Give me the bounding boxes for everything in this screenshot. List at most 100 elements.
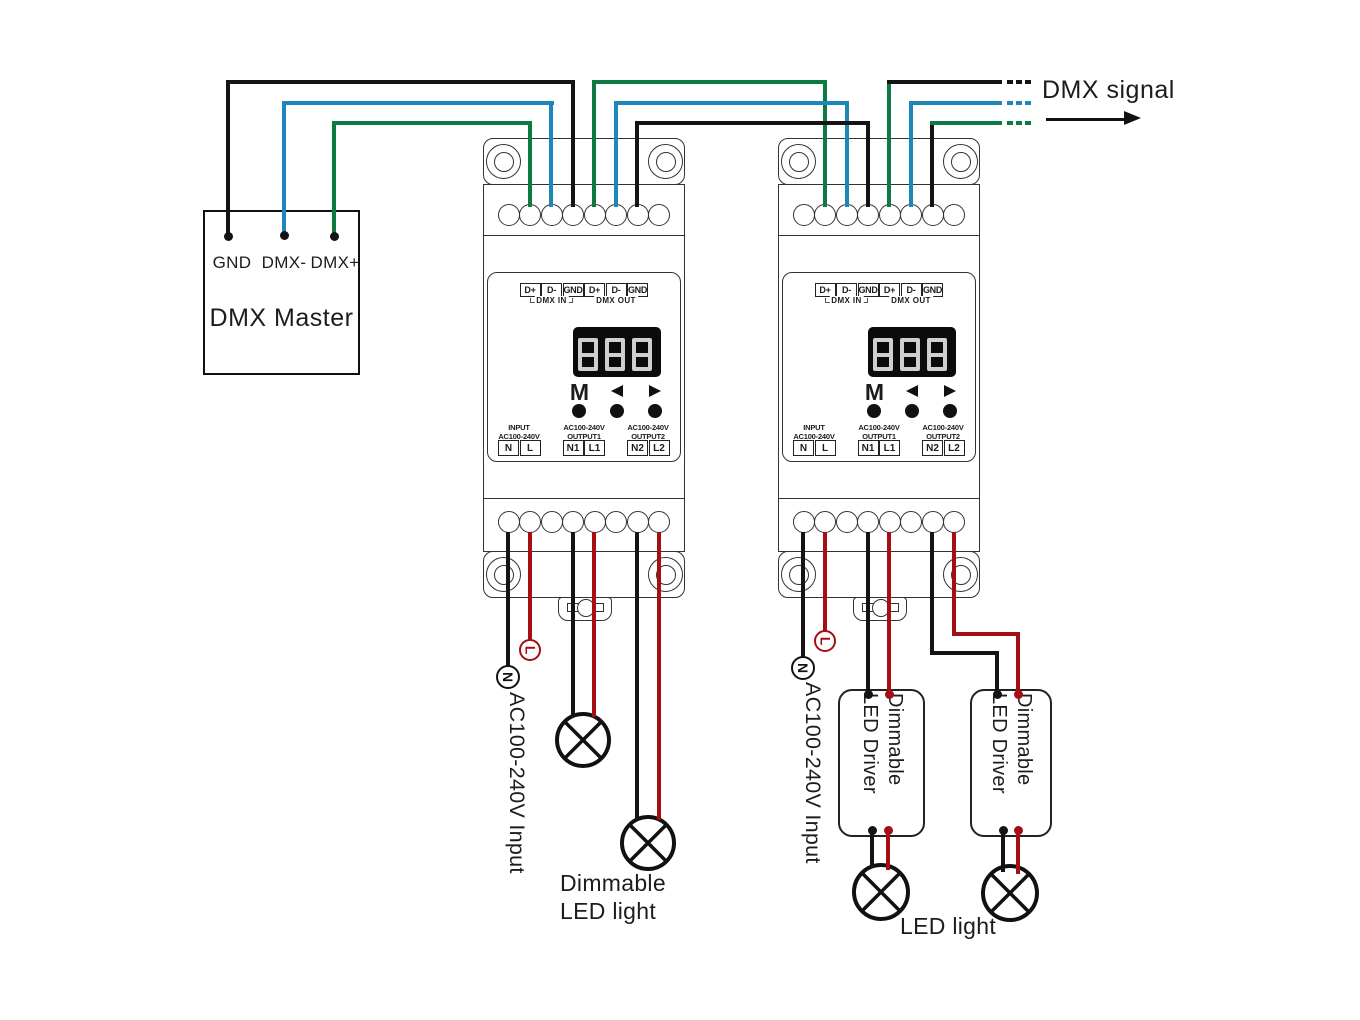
wire-output2-segment [930, 651, 999, 655]
driver-label-line1: Dimmable [883, 693, 906, 786]
screw-hole [648, 144, 683, 179]
terminal-label-box: GND [922, 283, 943, 297]
terminal-circle [497, 204, 520, 226]
seven-segment-display [868, 327, 956, 377]
wire-gnd-segment [635, 121, 639, 207]
driver-terminal-dot [1013, 690, 1023, 699]
terminal-label-box: D- [900, 283, 922, 297]
wire-output2-segment [1016, 632, 1020, 694]
driver-label-line1: Dimmable [1013, 693, 1035, 786]
push-button [867, 404, 881, 418]
terminal-label-box: D- [541, 283, 562, 297]
terminal-circle [921, 511, 944, 533]
dmx-signal-arrow-head-icon [1124, 111, 1141, 125]
seven-segment-digit [632, 338, 652, 371]
wire-dmx-plus-segment [332, 121, 532, 125]
output1-label: AC100-240V OUTPUT1 [858, 423, 900, 441]
mode-button-label: M [864, 379, 885, 405]
dmx-signal-label: DMX signal [1042, 76, 1175, 104]
wire-dmx-minus-segment [845, 101, 849, 207]
led-driver-label: Dimmable LED Driver [986, 689, 1036, 837]
led-driver-box-2: Dimmable LED Driver [970, 689, 1052, 837]
seven-segment-digit [578, 338, 598, 371]
master-terminal-gnd-label: GND [212, 253, 252, 272]
terminal-label-box: GND [562, 283, 584, 297]
power-terminal-box: L [814, 440, 836, 456]
terminal-label-box: D+ [814, 283, 836, 297]
dmx-in-group-label: DMX IN [534, 295, 569, 305]
mode-button-label: M [569, 379, 590, 405]
terminal-circle [540, 204, 563, 226]
wire-gnd-segment [930, 121, 934, 207]
wire-ac-live-segment [528, 532, 532, 640]
dmx-in-group-label: DMX IN [829, 295, 864, 305]
seven-segment-digit [900, 338, 920, 371]
seven-segment-digit [605, 338, 625, 371]
wire-dmx-plus-segment [592, 80, 596, 207]
led-driver-label: Dimmable LED Driver [857, 689, 907, 837]
screw-hole [486, 557, 521, 592]
wire-continuation-dash [1025, 121, 1031, 125]
dimmable-led-lamp-symbol [616, 811, 680, 880]
terminal-label-box: GND [857, 283, 879, 297]
dmx-dimmer-module-2: D+ D- GND D+ D- GND DMX IN DMX OUT M INP… [778, 138, 980, 624]
wire-dmx-minus-segment [282, 101, 554, 105]
screw-hole [781, 557, 816, 592]
terminal-circle [519, 511, 541, 533]
terminal-circle [878, 204, 901, 226]
master-terminal-dmx-minus-label: DMX- [261, 253, 307, 272]
wire-driver-lamp-segment [1016, 830, 1020, 874]
terminal-circle [943, 511, 965, 533]
power-terminal-box: N1 [857, 440, 879, 456]
wire-continuation-dash [1007, 101, 1013, 105]
terminal-circle [583, 204, 606, 226]
driver-terminal-dot [1013, 826, 1023, 835]
arrow-left-icon [611, 385, 623, 397]
neutral-wire-marker: N [791, 656, 815, 680]
power-terminal-box: L2 [648, 440, 670, 456]
arrow-right-icon [649, 385, 661, 397]
wire-signal-out-segment [909, 101, 1002, 105]
power-terminal-box: L1 [879, 440, 900, 456]
push-button [943, 404, 957, 418]
screw-hole [486, 144, 521, 179]
wire-output2-segment [930, 532, 934, 655]
output2-label-line1: AC100-240V [627, 423, 669, 432]
arrow-right-icon [944, 385, 956, 397]
driver-terminal-dot [885, 690, 894, 699]
neutral-letter: N [795, 662, 811, 674]
output1-label: AC100-240V OUTPUT1 [563, 423, 605, 441]
wire-ac-live-segment [823, 532, 827, 631]
input-label: INPUT AC100-240V [498, 423, 540, 441]
wire-output1-segment [866, 532, 870, 694]
terminal-circle [519, 204, 541, 226]
output1-label-line2: OUTPUT1 [567, 432, 601, 441]
terminal-circle [626, 204, 649, 226]
wire-output2-segment [995, 651, 999, 694]
live-wire-marker: L [814, 630, 836, 652]
output1-label-line1: AC100-240V [858, 423, 900, 432]
wire-junction-dot [223, 232, 233, 241]
wire-continuation-dash [1016, 121, 1022, 125]
terminal-circle [835, 511, 858, 533]
terminal-circle [835, 204, 858, 226]
terminal-circle [605, 511, 627, 533]
divider [778, 235, 980, 236]
output1-label-line2: OUTPUT1 [862, 432, 896, 441]
driver-terminal-dot [998, 826, 1008, 835]
input-label-line1: INPUT [803, 423, 825, 432]
wire-continuation-dash [1016, 101, 1022, 105]
seven-segment-digit [873, 338, 893, 371]
terminal-circle [648, 511, 670, 533]
terminal-circle [497, 511, 520, 533]
led-lamp-symbol [849, 860, 913, 929]
wire-continuation-dash [1016, 80, 1022, 84]
terminal-circle [562, 204, 584, 226]
terminal-circle [792, 204, 815, 226]
terminal-circle [900, 511, 922, 533]
wire-dmx-plus-segment [592, 80, 827, 84]
din-rail-clip [558, 597, 612, 621]
seven-segment-digit [927, 338, 947, 371]
terminal-circle [792, 511, 815, 533]
